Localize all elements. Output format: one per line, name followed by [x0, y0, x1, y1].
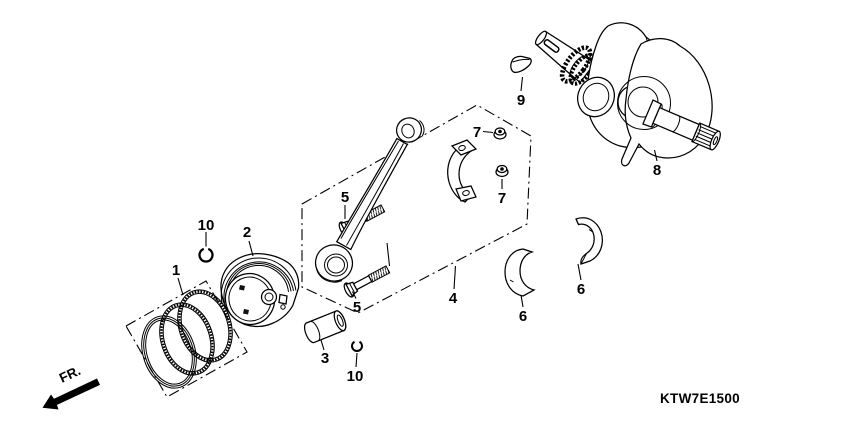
- rod-bolt-drawing: [343, 265, 391, 298]
- bearing-shell-drawing: [575, 217, 603, 265]
- bearing-shell-drawing: [504, 248, 536, 297]
- ring-set-box: [125, 280, 248, 398]
- callout-2: 2: [243, 224, 251, 241]
- callout-6b: 6: [577, 281, 585, 298]
- connecting-rod-drawing: [314, 117, 425, 283]
- callout-3: 3: [321, 350, 329, 367]
- callout-4: 4: [449, 290, 458, 307]
- piston-pin-circlip-drawing: [198, 247, 214, 263]
- callout-8: 8: [653, 162, 661, 179]
- clip-groove-mark: [239, 285, 245, 291]
- piston-drawing: [220, 253, 300, 328]
- rod-cap-drawing: [447, 139, 478, 203]
- diagram-code: KTW7E1500: [660, 391, 740, 406]
- callout-1: 1: [172, 262, 180, 279]
- callout-10b: 10: [347, 368, 364, 385]
- rod-nut-drawing: [495, 164, 509, 178]
- callout-5a: 5: [341, 189, 349, 206]
- callout-7a: 7: [473, 124, 481, 141]
- callout-9: 9: [517, 92, 525, 109]
- callout-6a: 6: [519, 308, 527, 325]
- piston-pin-drawing: [303, 310, 347, 344]
- callout-10a: 10: [198, 217, 215, 234]
- connecting-rod-kit-box: [301, 104, 532, 314]
- leader-lines: [177, 76, 658, 368]
- piston-ring-set-drawing: [141, 289, 233, 389]
- callout-5b: 5: [353, 299, 361, 316]
- fr-direction-indicator: FR.: [42, 363, 100, 410]
- piston-pin-circlip-drawing: [351, 340, 363, 352]
- callout-7b: 7: [498, 190, 506, 207]
- woodruff-key-drawing: [510, 55, 532, 73]
- fr-arrow-icon: [42, 378, 100, 410]
- clip-groove-mark: [243, 309, 249, 315]
- crankshaft-drawing: [534, 22, 721, 167]
- rod-nut-drawing: [493, 127, 507, 140]
- fr-label: FR.: [57, 363, 83, 386]
